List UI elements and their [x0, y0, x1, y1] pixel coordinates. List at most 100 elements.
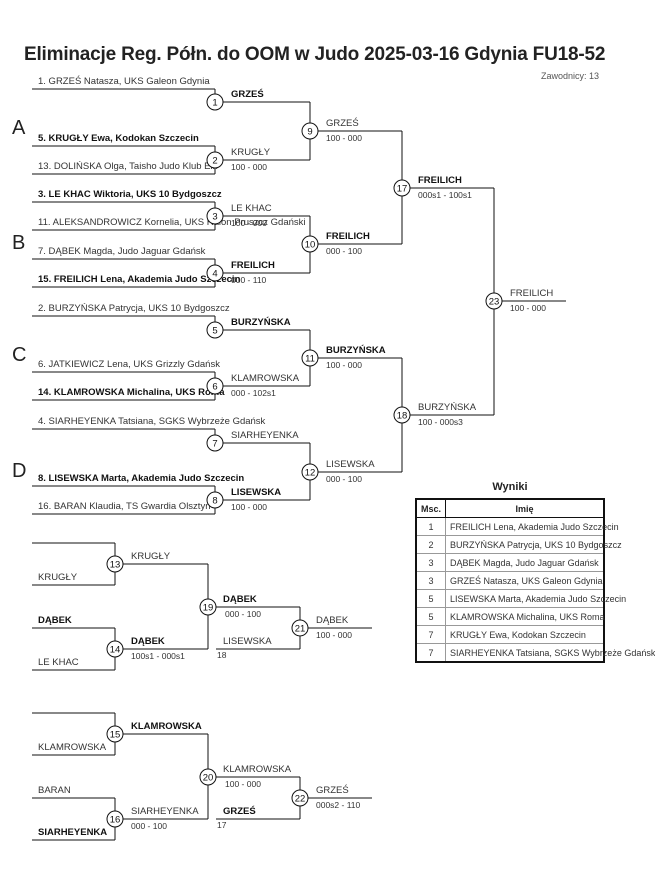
results-place: 2 — [415, 535, 446, 554]
match-winner: KLAMROWSKA — [131, 721, 202, 732]
match-11-number: 11 — [305, 354, 315, 365]
match-score: 000 - 100 — [131, 821, 167, 831]
match-winner: KRUGŁY — [231, 147, 271, 158]
repechage-loser-from: 18 — [217, 650, 227, 660]
results-place: 7 — [415, 643, 446, 662]
entrant-name: 16. BARAN Klaudia, TS Gwardia Olsztyn — [38, 501, 210, 512]
repechage-entrant: KRUGŁY — [38, 572, 78, 583]
match-14-number: 14 — [110, 645, 121, 656]
match-score: 100s1 - 000s1 — [131, 651, 185, 661]
results-name: FREILICH Lena, Akademia Judo Szczecin — [445, 517, 619, 536]
results-place: 5 — [415, 607, 446, 626]
results-name: KRUGŁY Ewa, Kodokan Szczecin — [445, 625, 604, 644]
repechage-entrant: DĄBEK — [38, 615, 72, 626]
match-score: 100 - 000 — [510, 303, 546, 313]
pool-label-b: B — [12, 232, 26, 254]
entrant-name: 4. SIARHEYENKA Tatsiana, SGKS Wybrzeże G… — [38, 416, 266, 427]
entrant-name: 1. GRZEŚ Natasza, UKS Galeon Gdynia — [38, 75, 210, 87]
repechage-loser: LISEWSKA — [223, 636, 272, 647]
results-place: 7 — [415, 625, 446, 644]
match-score: 100 - 000 — [225, 779, 261, 789]
results-header-name: Imię — [445, 498, 605, 518]
match-20-number: 20 — [203, 773, 214, 784]
match-winner: SIARHEYENKA — [131, 806, 199, 817]
match-winner: KLAMROWSKA — [231, 373, 300, 384]
results-place: 3 — [415, 553, 446, 572]
entrant-name: 7. DĄBEK Magda, Judo Jaguar Gdańsk — [38, 246, 206, 257]
entrant-name: 11. ALEKSANDROWICZ Kornelia, UKS Raion P… — [38, 217, 306, 228]
pool-label-a: A — [12, 117, 26, 139]
results-name: DĄBEK Magda, Judo Jaguar Gdańsk — [445, 553, 604, 572]
pool-label-c: C — [12, 344, 27, 366]
match-score: 100 - 000 — [231, 162, 267, 172]
pool-label-d: D — [12, 460, 27, 482]
match-score: 000s2 - 110 — [316, 800, 361, 810]
repechage-entrant: KLAMROWSKA — [38, 742, 107, 753]
entrant-name: 15. FREILICH Lena, Akademia Judo Szczeci… — [38, 274, 241, 285]
match-winner: FREILICH — [231, 260, 275, 271]
match-winner: SIARHEYENKA — [231, 430, 299, 441]
match-winner: BURZYŃSKA — [326, 345, 386, 356]
results-name: SIARHEYENKA Tatsiana, SGKS Wybrzeże Gdań… — [445, 643, 655, 662]
match-winner: KRUGŁY — [131, 551, 171, 562]
entrant-name: 13. DOLIŃSKA Olga, Taisho Judo Klub Ełk — [38, 161, 218, 172]
match-score: 100 - 000 — [231, 218, 267, 228]
results-place: 5 — [415, 589, 446, 608]
match-19-number: 19 — [203, 603, 214, 614]
match-1-number: 1 — [212, 98, 217, 109]
match-score: 100 - 000 — [326, 133, 362, 143]
entrant-name: 2. BURZYŃSKA Patrycja, UKS 10 Bydgoszcz — [38, 303, 230, 314]
match-score: 000 - 100 — [326, 246, 362, 256]
results-title: Wyniki — [492, 481, 528, 493]
match-winner: LISEWSKA — [231, 487, 281, 498]
match-winner: FREILICH — [510, 288, 553, 299]
match-winner: DĄBEK — [223, 594, 257, 605]
match-2-number: 2 — [212, 156, 217, 167]
match-16-number: 16 — [110, 815, 121, 826]
match-winner: GRZEŚ — [316, 784, 349, 796]
match-winner: KLAMROWSKA — [223, 764, 292, 775]
repechage-entrant: SIARHEYENKA — [38, 827, 107, 838]
match-winner: LE KHAC — [231, 203, 272, 214]
match-winner: GRZEŚ — [231, 88, 264, 100]
entrant-name: 3. LE KHAC Wiktoria, UKS 10 Bydgoszcz — [38, 189, 222, 200]
results-name: GRZEŚ Natasza, UKS Galeon Gdynia — [445, 571, 604, 590]
match-10-number: 10 — [305, 240, 316, 251]
page-title: Eliminacje Reg. Półn. do OOM w Judo 2025… — [24, 44, 606, 65]
match-4-number: 4 — [212, 269, 217, 280]
match-winner: DĄBEK — [316, 615, 349, 626]
results-name: LISEWSKA Marta, Akademia Judo Szczecin — [445, 589, 626, 608]
entrant-name: 8. LISEWSKA Marta, Akademia Judo Szczeci… — [38, 473, 244, 484]
match-5-number: 5 — [212, 326, 217, 337]
match-7-number: 7 — [212, 439, 217, 450]
match-score: 100 - 000 — [326, 360, 362, 370]
match-score: 000 - 100 — [225, 609, 261, 619]
match-score: 000 - 110 — [231, 275, 267, 285]
match-winner: FREILICH — [418, 175, 462, 186]
match-13-number: 13 — [110, 560, 121, 571]
results-name: BURZYŃSKA Patrycja, UKS 10 Bydgoszcz — [445, 535, 622, 554]
match-6-number: 6 — [212, 382, 217, 393]
match-winner: GRZEŚ — [326, 117, 359, 129]
match-score: 100 - 000 — [231, 502, 267, 512]
match-3-number: 3 — [212, 212, 217, 223]
match-winner: LISEWSKA — [326, 459, 375, 470]
match-9-number: 9 — [307, 127, 312, 138]
match-21-number: 21 — [295, 624, 306, 635]
match-winner: DĄBEK — [131, 636, 165, 647]
results-place: 3 — [415, 571, 446, 590]
match-winner: BURZYŃSKA — [231, 317, 291, 328]
match-8-number: 8 — [212, 496, 217, 507]
match-18-number: 18 — [397, 411, 408, 422]
match-winner: BURZYŃSKA — [418, 402, 477, 413]
